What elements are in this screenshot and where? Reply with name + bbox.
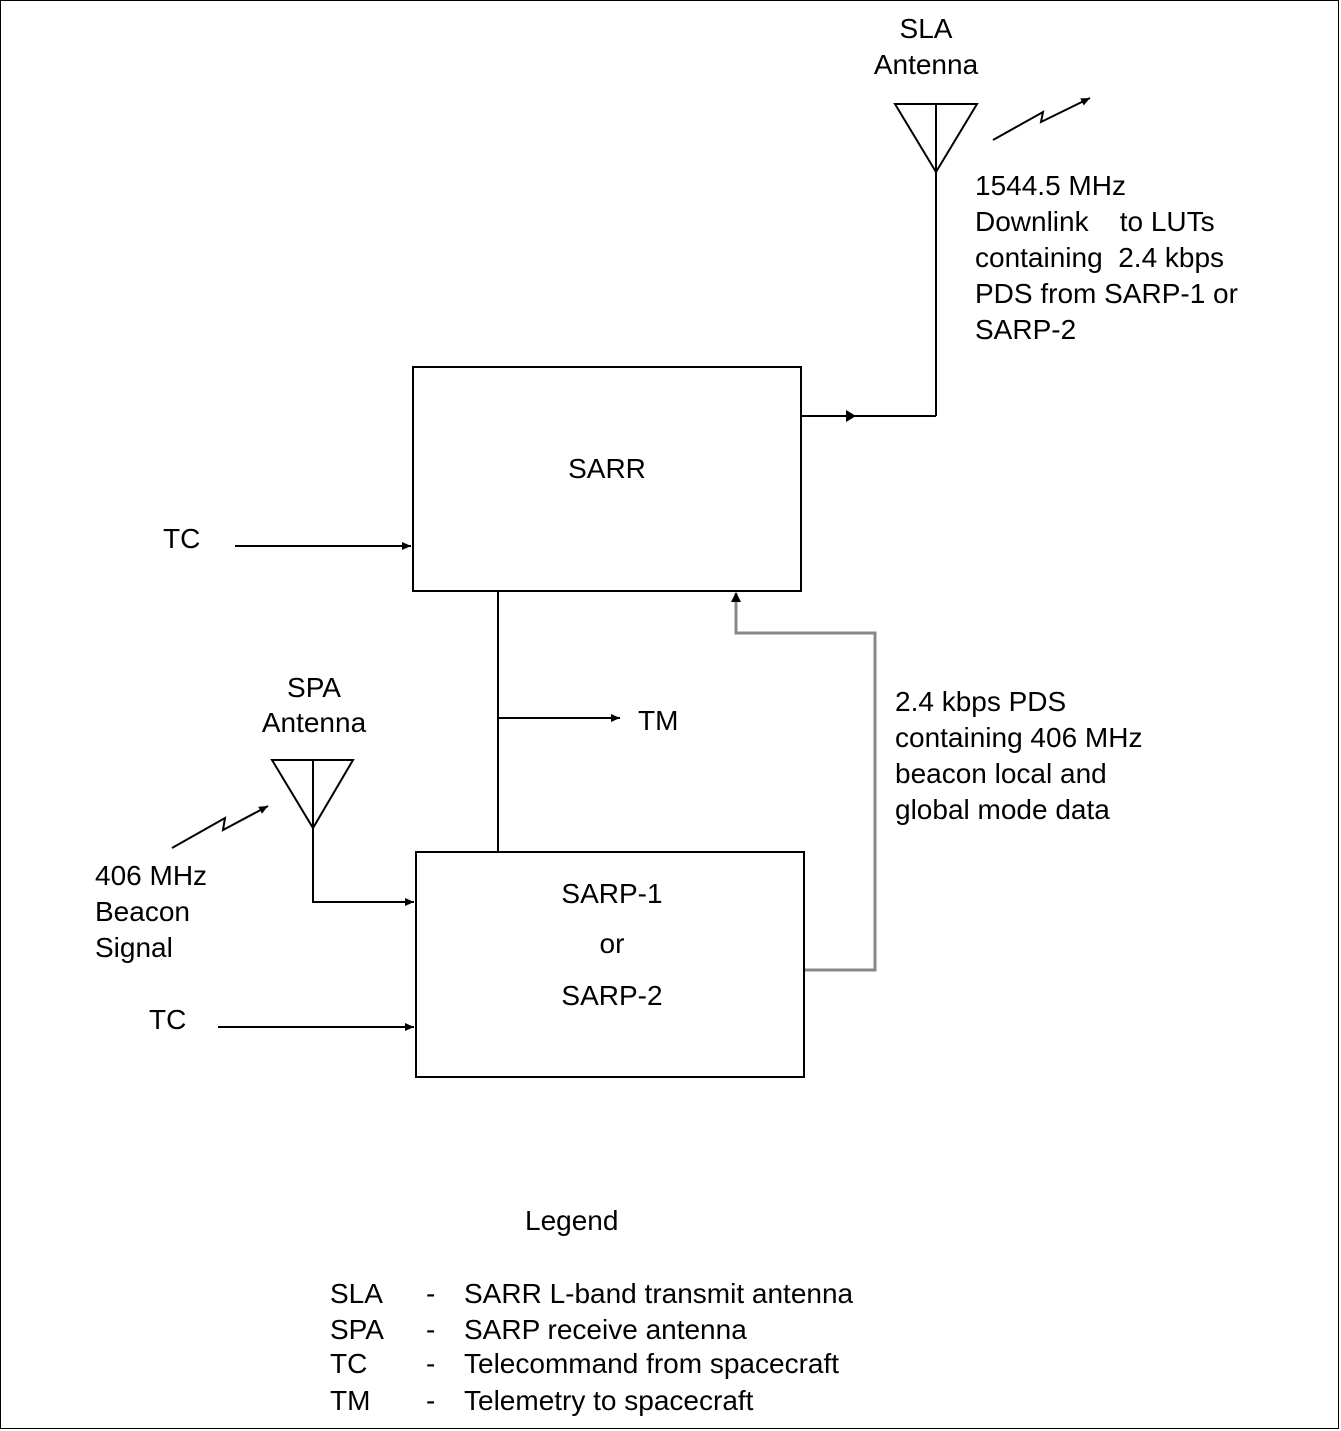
tc-bottom-label: TC xyxy=(149,1004,187,1035)
sarp-label-line2: or xyxy=(599,928,625,959)
beacon-text-line2: Beacon xyxy=(95,896,190,927)
legend-title: Legend xyxy=(525,1205,619,1236)
sla-antenna-label-line2: Antenna xyxy=(873,49,979,80)
pds-text-line3: beacon local and xyxy=(895,758,1107,789)
downlink-text-line4: PDS from SARP-1 or xyxy=(975,278,1238,309)
pds-text-line4: global mode data xyxy=(895,794,1110,825)
pds-feedback-line xyxy=(734,593,877,972)
legend-dash: - xyxy=(426,1278,436,1309)
sla-antenna-icon xyxy=(893,103,979,416)
legend-abbr: TC xyxy=(330,1348,368,1379)
legend-dash: - xyxy=(426,1314,436,1345)
spa-antenna-label-line2: Antenna xyxy=(261,707,367,738)
legend-dash: - xyxy=(426,1385,436,1416)
spa-to-sarp-arrow xyxy=(312,828,414,906)
legend-dash: - xyxy=(426,1348,436,1379)
pds-text-line2: containing 406 MHz xyxy=(895,722,1143,753)
sarp-block: SARP-1 or SARP-2 xyxy=(415,851,805,1078)
beacon-text-line3: Signal xyxy=(95,932,173,963)
pds-text-line1: 2.4 kbps PDS xyxy=(895,686,1067,717)
legend-desc: Telecommand from spacecraft xyxy=(464,1348,840,1379)
downlink-text-line3: containing 2.4 kbps xyxy=(975,242,1225,273)
beacon-lightning-icon xyxy=(171,805,269,849)
spa-antenna-icon xyxy=(270,759,355,830)
sarp-label-line1: SARP-1 xyxy=(561,878,663,909)
tc-top-label: TC xyxy=(163,523,201,554)
sarr-block: SARR xyxy=(412,366,802,592)
legend-abbr: TM xyxy=(330,1385,371,1416)
downlink-lightning-icon xyxy=(992,97,1091,141)
downlink-text-line2: Downlink to LUTs xyxy=(975,206,1215,237)
legend-abbr: SPA xyxy=(330,1314,384,1345)
sarr-to-sla-arrowhead xyxy=(846,410,856,422)
pds-feedback-arrowhead xyxy=(731,592,741,602)
legend-desc: SARR L-band transmit antenna xyxy=(464,1278,854,1309)
legend-desc: SARP receive antenna xyxy=(464,1314,747,1345)
sla-antenna-label-line1: SLA xyxy=(899,13,953,44)
downlink-text-line5: SARP-2 xyxy=(975,314,1077,345)
sarp-label-line3: SARP-2 xyxy=(561,980,663,1011)
tm-label: TM xyxy=(638,705,679,736)
spa-antenna-label-line1: SPA xyxy=(287,672,341,703)
beacon-text-line1: 406 MHz xyxy=(95,860,208,891)
sarr-label: SARR xyxy=(568,453,646,484)
downlink-text-line1: 1544.5 MHz xyxy=(975,170,1126,201)
legend-desc: Telemetry to spacecraft xyxy=(464,1385,754,1416)
legend-abbr: SLA xyxy=(330,1278,383,1309)
